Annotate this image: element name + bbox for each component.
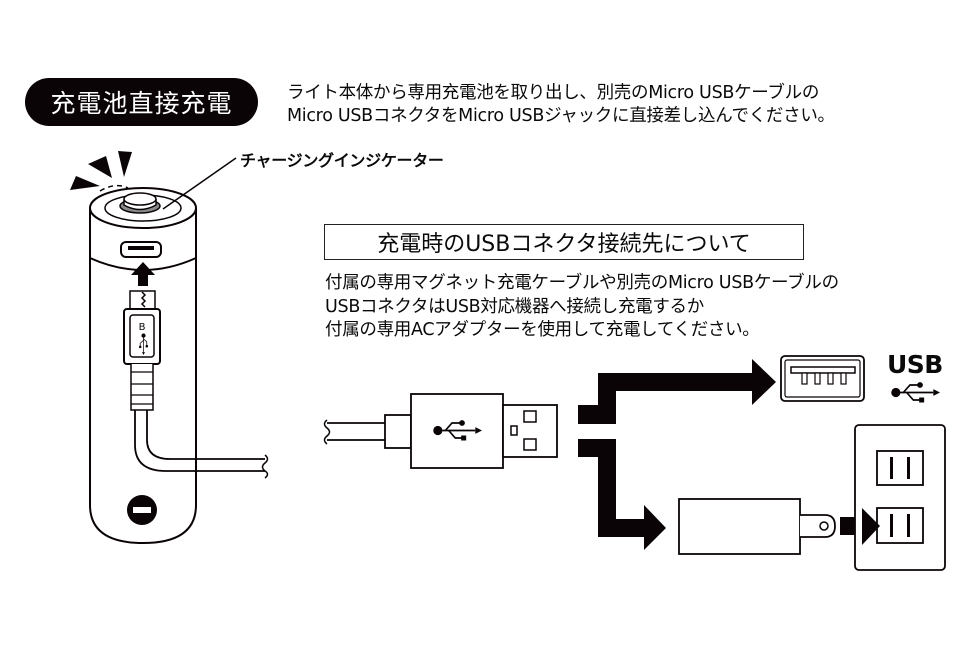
instruction-line: ライト本体から専用充電池を取り出し、別売のMicro USBケーブルの	[287, 83, 820, 103]
arrow-to-usb-port-icon	[578, 359, 776, 424]
insert-arrow-icon	[131, 262, 155, 286]
instruction-line: Micro USBコネクタをMicro USBジャックに直接差し込んでください。	[287, 106, 835, 126]
indicator-flash-icon	[70, 151, 132, 192]
section-line: 付属の専用マグネット充電ケーブルや別売のMicro USBケーブルの	[325, 273, 839, 293]
title-badge: 充電池直接充電	[25, 78, 258, 126]
usb-a-port-icon	[780, 355, 865, 402]
section-heading: 充電時のUSBコネクタ接続先について	[324, 224, 804, 260]
connector-letter: B	[139, 322, 146, 333]
indicator-callout-label: チャージングインジケーター	[240, 151, 444, 170]
arrow-to-adapter-icon	[578, 439, 666, 550]
usb-label: USB	[887, 350, 943, 379]
instruction-text: ライト本体から専用充電池を取り出し、別売のMicro USBケーブルの Micr…	[287, 82, 835, 128]
usb-logo-trident-icon	[890, 381, 940, 404]
cable	[134, 410, 265, 472]
wall-outlet-icon	[854, 424, 946, 571]
usb-a-plug-icon	[323, 393, 558, 469]
micro-usb-plug-icon: B	[123, 290, 161, 411]
section-body: 付属の専用マグネット充電ケーブルや別売のMicro USBケーブルの USBコネ…	[325, 272, 839, 343]
title-badge-text: 充電池直接充電	[50, 89, 233, 118]
section-line: 付属の専用ACアダプターを使用して充電してください。	[325, 320, 760, 340]
ac-adapter-icon	[678, 498, 836, 555]
battery-illustration: B	[70, 151, 269, 545]
section-heading-text: 充電時のUSBコネクタ接続先について	[377, 232, 751, 257]
section-line: USBコネクタはUSB対応機器へ接続し充電するか	[325, 296, 704, 317]
